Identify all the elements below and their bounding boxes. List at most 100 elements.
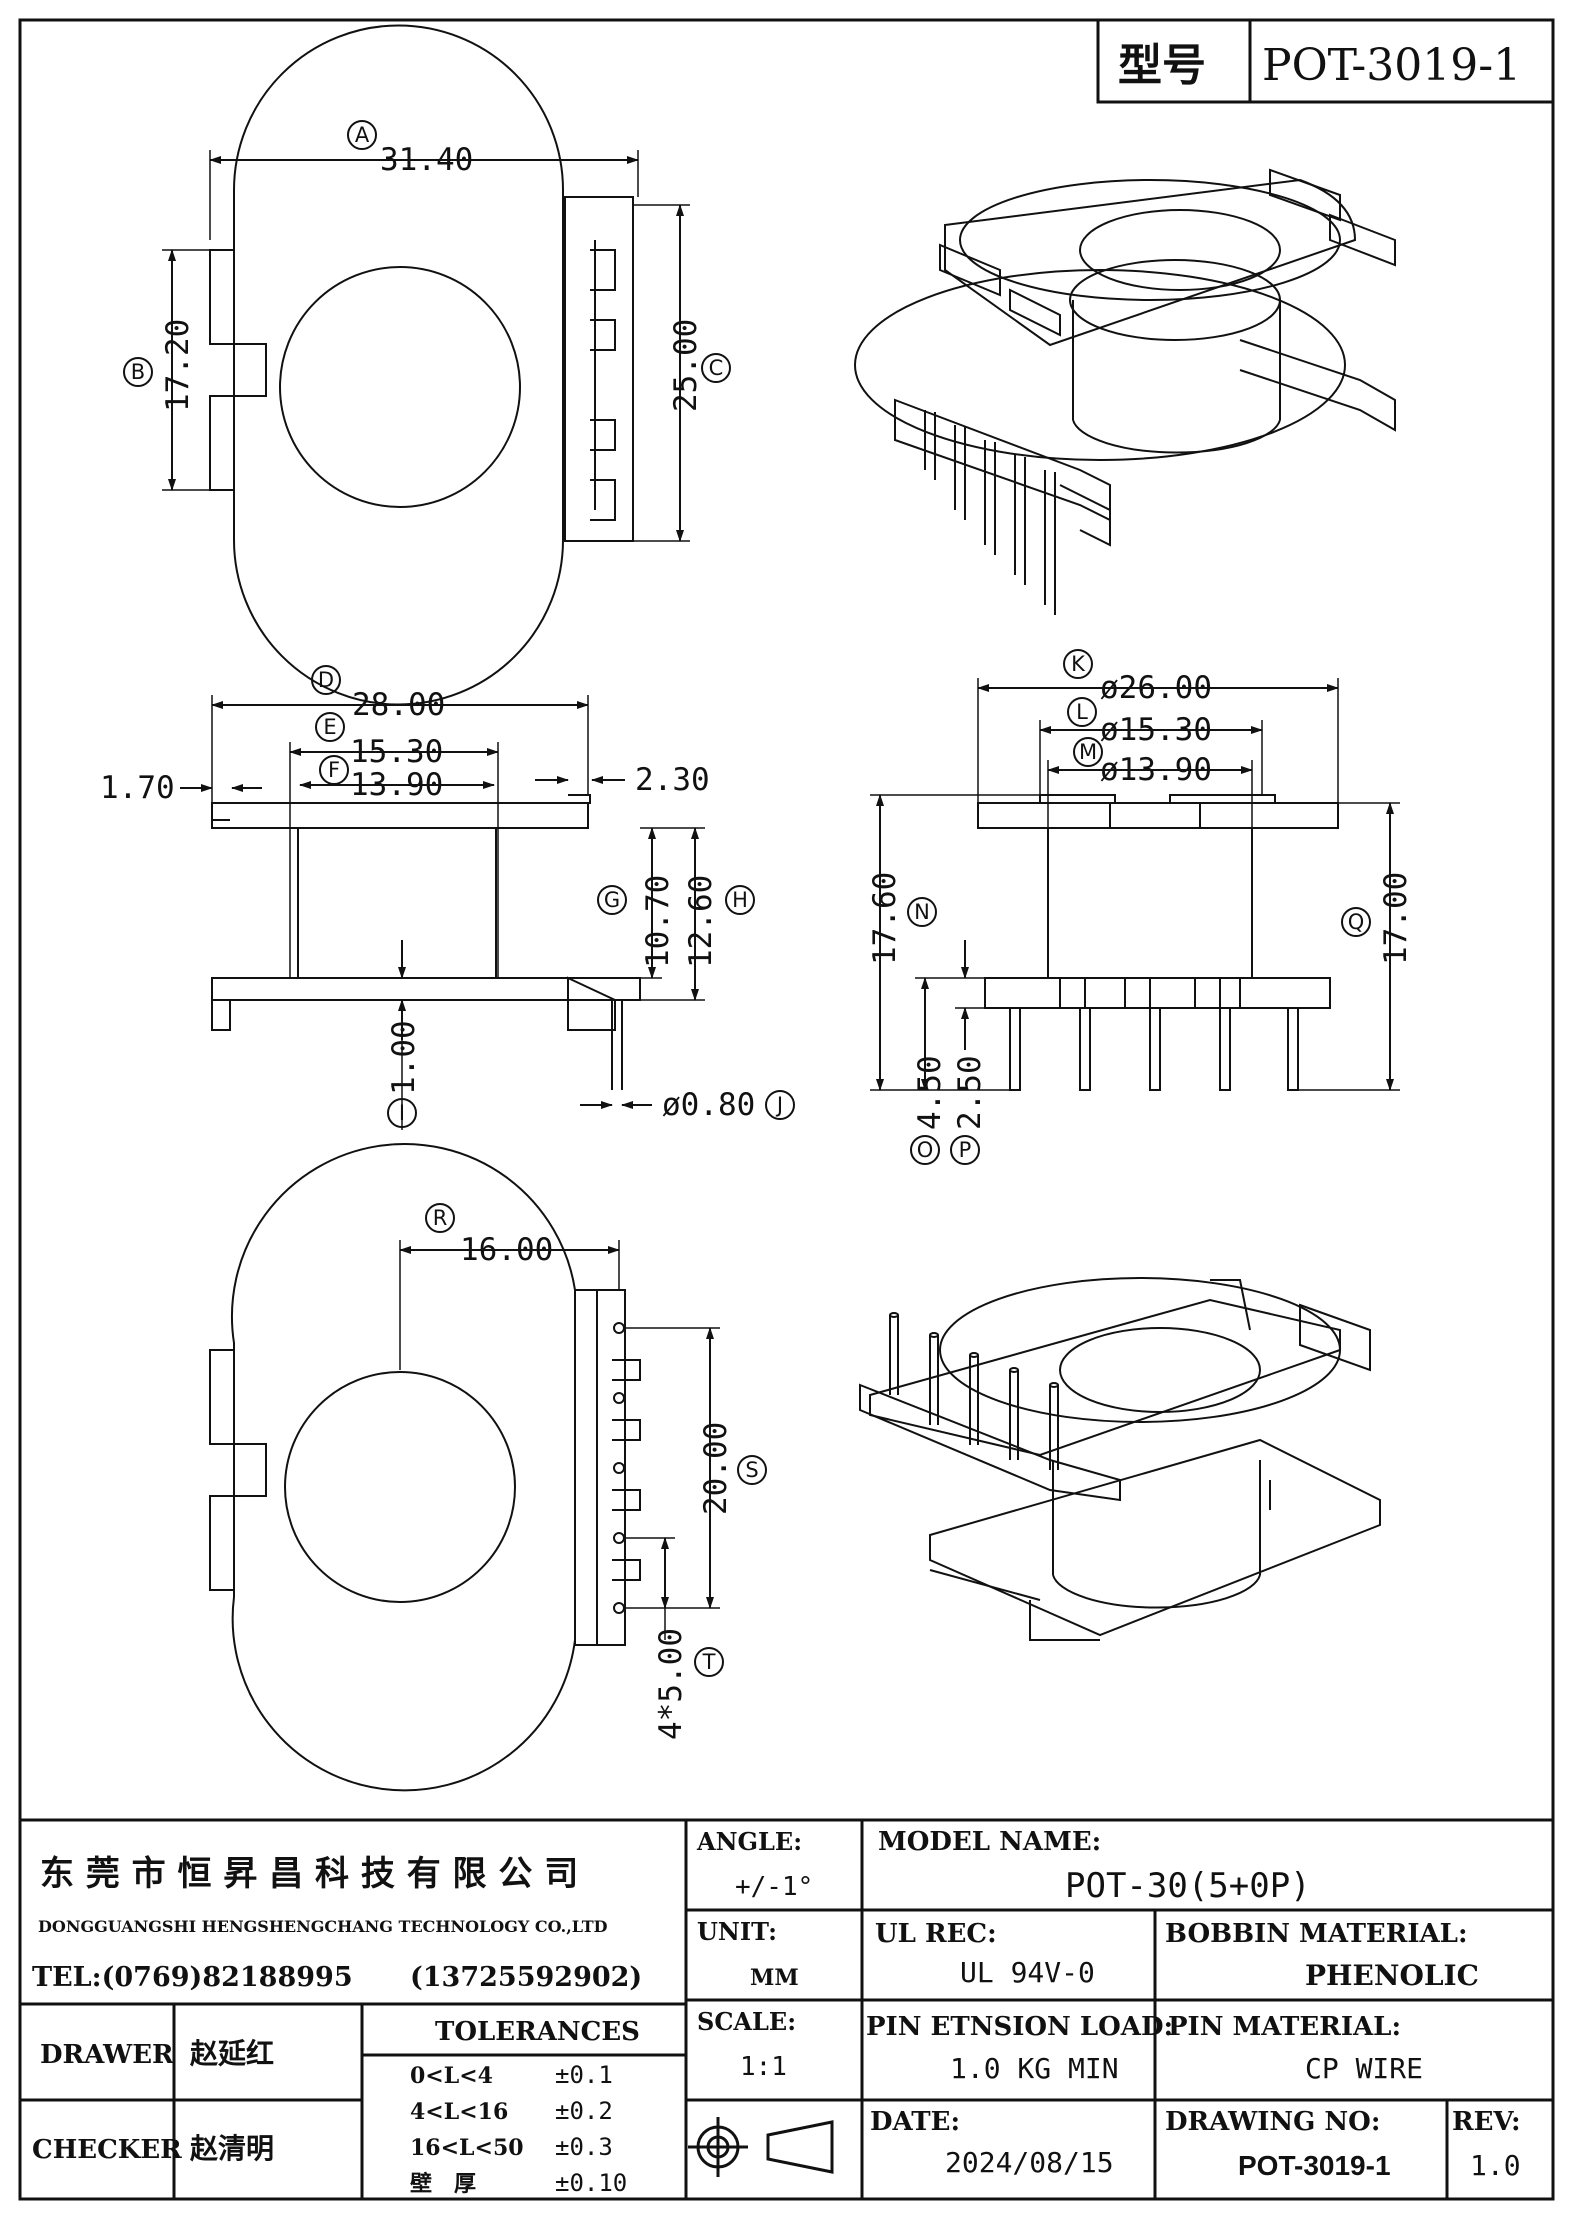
company-tel: TEL:(0769)82188995 [32, 1962, 353, 1993]
rev-label: REV: [1452, 2107, 1521, 2137]
dim-d-value: 28.00 [352, 687, 445, 723]
first-angle-projection-icon [688, 2117, 834, 2177]
iso-view-top [854, 168, 1396, 615]
pin-load-label: PIN ETNSION LOAD: [866, 2012, 1173, 2042]
pin-load-value: 1.0 KG MIN [950, 2052, 1119, 2085]
dim-a-value: 31.40 [380, 142, 473, 178]
drawing-frame [18, 18, 1555, 2201]
drawer-label: DRAWER [40, 2040, 174, 2070]
circled-letter-icon [1063, 649, 1093, 679]
tolerances-label: TOLERANCES [435, 2017, 640, 2047]
dim-letter-f: F [328, 758, 340, 782]
drawer-name: 赵延红 [189, 2037, 274, 2070]
circled-letter-icon [1067, 697, 1097, 727]
circled-letter-icon [315, 712, 345, 742]
circled-letter-icon [910, 1135, 940, 1165]
dim-letter-q: Q [1348, 910, 1365, 934]
dim-letter-c: C [709, 356, 724, 380]
dim-g-value: 10.70 [640, 875, 676, 968]
bobbin-material-label: BOBBIN MATERIAL: [1165, 1919, 1468, 1949]
circled-letter-icon [725, 885, 755, 915]
circled-letter-icon [1341, 907, 1371, 937]
circled-letter-icon [701, 353, 731, 383]
company-cn: 东 莞 市 恒 昇 昌 科 技 有 限 公 司 [40, 1854, 578, 1894]
angle-value: +/-1° [735, 1872, 813, 1902]
dim-k-value: ø26.00 [1100, 670, 1212, 706]
circled-letter-icon [765, 1090, 795, 1120]
model-header-box [1096, 18, 1555, 104]
dim-letter-k: K [1071, 652, 1086, 676]
dim-letter-o: O [917, 1138, 934, 1162]
pin-material-value: CP WIRE [1305, 2052, 1423, 2085]
company-mobile: (13725592902) [410, 1962, 642, 1993]
dim-r-value: 16.00 [460, 1232, 553, 1268]
dim-b-value: 17.20 [160, 319, 196, 412]
iso-view-bottom [859, 1277, 1381, 1641]
dim-p-value: 2.50 [952, 1055, 988, 1130]
bottom-view-pins [613, 1322, 625, 1614]
tolerance-value: ±0.1 [555, 2061, 613, 2089]
dim-letter-t: T [702, 1650, 716, 1674]
dim-q-value: 17.00 [1378, 872, 1414, 965]
dim-letter-l: L [1076, 700, 1088, 724]
tolerance-range: 16<L<50 [410, 2135, 524, 2161]
checker-label: CHECKER [32, 2135, 182, 2165]
tolerance-value: ±0.10 [555, 2169, 627, 2197]
circled-letter-icon [123, 357, 153, 387]
company-en: DONGGUANGSHI HENGSHENGCHANG TECHNOLOGY C… [38, 1917, 608, 1936]
dim-letter-j: J [775, 1093, 783, 1117]
unit-label: UNIT: [697, 1917, 777, 1946]
dim-i-value: 1.00 [386, 1020, 422, 1095]
bottom-view [209, 1143, 641, 1792]
dim-n-value: 17.60 [867, 872, 903, 965]
circled-letter-icon [387, 1098, 417, 1128]
drawing-no-value: POT-3019-1 [1238, 2150, 1391, 2181]
tolerance-range: 4<L<16 [410, 2099, 508, 2125]
dim-o-value: 4.50 [912, 1055, 948, 1130]
circled-letter-icon [311, 665, 341, 695]
dim-letter-s: S [745, 1458, 758, 1482]
circled-letter-icon [907, 897, 937, 927]
dim-s-value: 20.00 [698, 1422, 734, 1515]
dim-j-value: ø0.80 [662, 1087, 755, 1123]
circled-letter-icon [347, 120, 377, 150]
dim-letter-p: P [959, 1138, 972, 1162]
dim-letter-h: H [732, 888, 748, 912]
model-label: 型号 [1118, 40, 1206, 91]
circled-letter-icon [737, 1455, 767, 1485]
model-name-label: MODEL NAME: [878, 1827, 1101, 1857]
circled-letter-icon [597, 885, 627, 915]
dim-letter-b: B [131, 360, 145, 384]
pin-material-label: PIN MATERIAL: [1168, 2012, 1401, 2042]
circled-letter-icon [319, 755, 349, 785]
dim-left-value: 1.70 [100, 770, 175, 806]
dim-letter-e: E [323, 715, 336, 739]
dim-e-value: 15.30 [350, 734, 443, 770]
dim-l-value: ø15.30 [1100, 712, 1212, 748]
model-value: POT-3019-1 [1262, 40, 1521, 91]
front-view [211, 794, 641, 1090]
circled-letter-icon [1073, 737, 1103, 767]
circled-letter-icon [425, 1203, 455, 1233]
dim-h-value: 12.60 [683, 875, 719, 968]
dim-letter-g: G [604, 888, 620, 912]
tolerance-value: ±0.2 [555, 2097, 613, 2125]
dim-letter-m: M [1079, 740, 1097, 764]
ul-rec-label: UL REC: [875, 1919, 997, 1949]
circled-letter-icon [950, 1135, 980, 1165]
dim-c-value: 25.00 [668, 319, 704, 412]
dim-letter-a: A [355, 123, 370, 147]
tolerance-value: ±0.3 [555, 2133, 613, 2161]
date-label: DATE: [870, 2107, 960, 2137]
dim-letter-d: D [318, 668, 334, 692]
angle-label: ANGLE: [696, 1827, 802, 1856]
dim-t-value: 4*5.00 [653, 1628, 689, 1740]
checker-name: 赵清明 [189, 2132, 274, 2165]
rev-value: 1.0 [1470, 2149, 1521, 2182]
dim-right-value: 2.30 [635, 762, 710, 798]
tolerance-range: 0<L<4 [410, 2063, 493, 2089]
top-view [209, 24, 634, 706]
drawing-no-label: DRAWING NO: [1165, 2107, 1380, 2137]
dim-letter-r: R [433, 1206, 448, 1230]
unit-value: MM [750, 1965, 799, 1991]
